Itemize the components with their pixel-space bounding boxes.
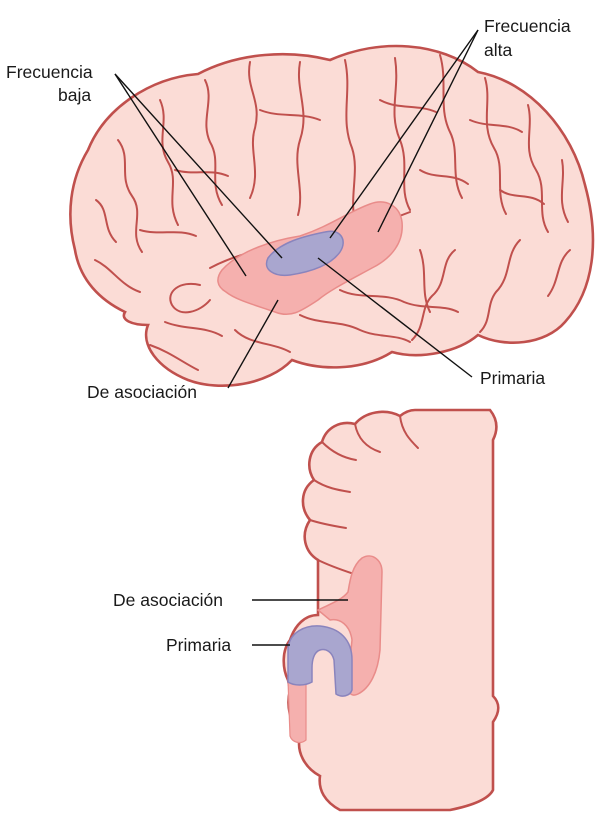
section-outline [284, 410, 499, 810]
label-high-frequency-line2: alta [484, 40, 512, 60]
association-strip-lower [288, 680, 306, 743]
brain-outline [70, 46, 593, 386]
label-association-section: De asociación [113, 590, 223, 610]
lateral-brain-view: Frecuencia baja Frecuencia alta Primaria… [6, 16, 593, 402]
label-high-frequency-line1: Frecuencia [484, 16, 571, 36]
label-low-frequency-line2: baja [58, 85, 91, 105]
label-low-frequency-line1: Frecuencia [6, 62, 93, 82]
label-primary-section: Primaria [166, 635, 231, 655]
label-association-lateral: De asociación [87, 382, 197, 402]
coronal-section-view: De asociación Primaria [113, 410, 498, 810]
label-primary-lateral: Primaria [480, 368, 545, 388]
